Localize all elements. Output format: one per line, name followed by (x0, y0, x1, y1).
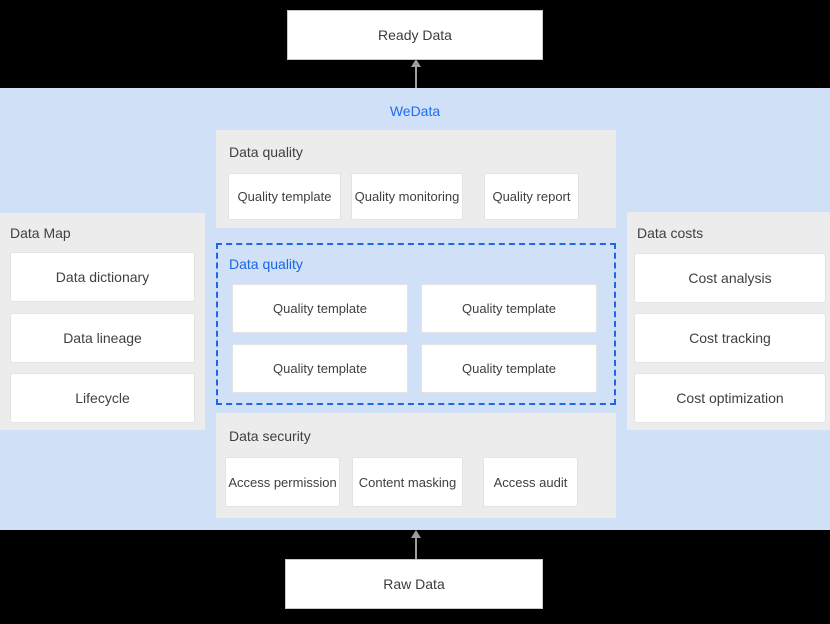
node-cost-analysis: Cost analysis (634, 253, 826, 303)
wedata-platform-label: WeData (389, 103, 441, 119)
node-quality-template: Quality template (228, 173, 341, 220)
node-data-dictionary: Data dictionary (10, 252, 195, 302)
raw-data-label: Raw Data (383, 576, 445, 592)
node-quality-template-3: Quality template (232, 344, 408, 393)
node-quality-template-4: Quality template (421, 344, 597, 393)
arrow-up-icon (411, 530, 421, 538)
data-costs-title: Data costs (637, 225, 704, 241)
data-security-section: Data security Access permission Content … (216, 413, 616, 518)
node-data-lineage: Data lineage (10, 313, 195, 363)
node-content-masking: Content masking (352, 457, 463, 507)
data-costs-panel: Data costs Cost analysis Cost tracking C… (627, 212, 830, 430)
data-quality-detail-section: Data quality Quality template Quality te… (216, 243, 616, 405)
node-quality-template-2: Quality template (421, 284, 597, 333)
arrow-wedata-to-ready-line (415, 66, 417, 88)
raw-data-node: Raw Data (285, 559, 543, 609)
ready-data-node: Ready Data (287, 10, 543, 60)
node-quality-report: Quality report (484, 173, 579, 220)
node-lifecycle: Lifecycle (10, 373, 195, 423)
arrow-raw-to-wedata-line (415, 538, 417, 559)
data-quality-detail-title: Data quality (229, 256, 303, 272)
data-map-panel: Data Map Data dictionary Data lineage Li… (0, 213, 205, 430)
arrow-up-icon (411, 59, 421, 67)
data-quality-section: Data quality Quality template Quality mo… (216, 130, 616, 228)
node-access-audit: Access audit (483, 457, 578, 507)
node-quality-monitoring: Quality monitoring (351, 173, 463, 220)
data-quality-title: Data quality (229, 144, 303, 160)
node-access-permission: Access permission (225, 457, 340, 507)
data-map-title: Data Map (10, 225, 71, 241)
ready-data-label: Ready Data (378, 27, 452, 43)
data-security-title: Data security (229, 428, 311, 444)
node-cost-tracking: Cost tracking (634, 313, 826, 363)
node-quality-template-1: Quality template (232, 284, 408, 333)
node-cost-optimization: Cost optimization (634, 373, 826, 423)
